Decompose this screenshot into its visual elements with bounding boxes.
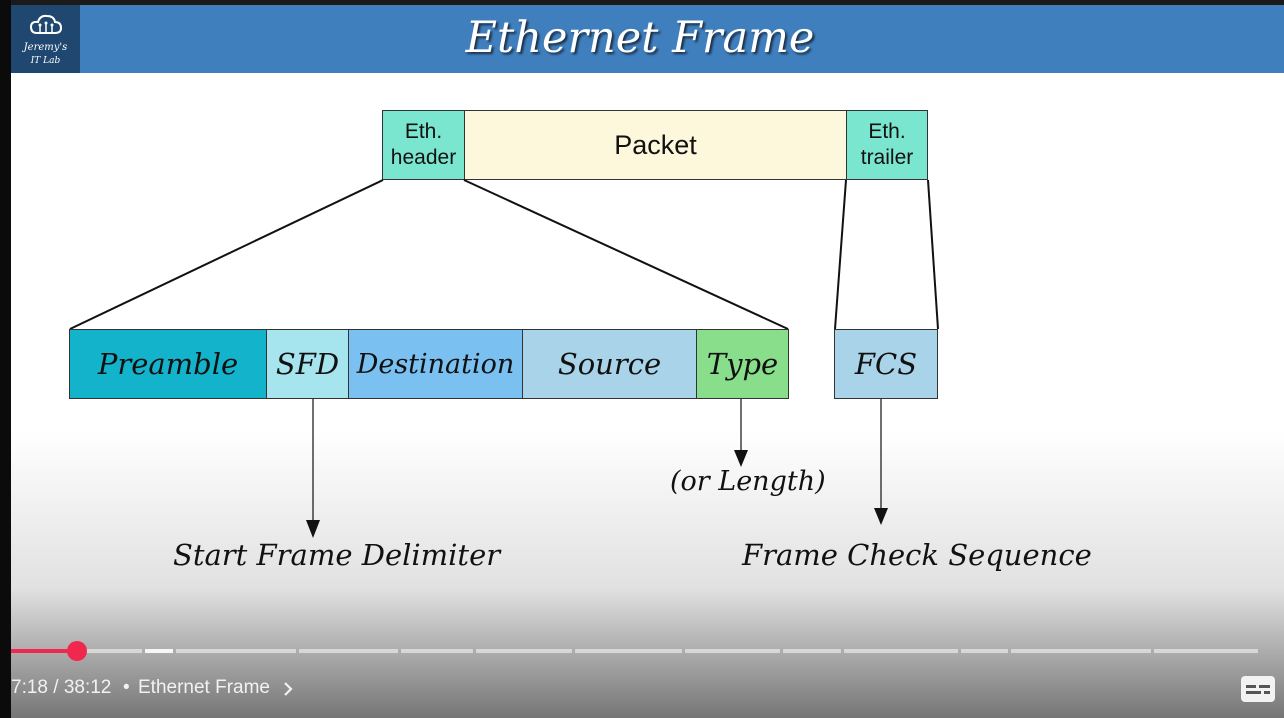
logo: Jeremy's IT Lab [11,5,80,73]
fcs-label: FCS [854,347,918,381]
title-banner [11,5,1284,73]
eth-header-box: Eth. header [382,110,465,180]
sfd-field: SFD [266,329,349,399]
progress-scrubber[interactable] [67,641,87,661]
left-edge [0,0,11,718]
chevron-right-icon[interactable] [282,681,294,697]
cloud-circuit-icon [29,14,63,34]
fcs-note: Frame Check Sequence [742,538,1092,572]
eth-trailer-label: Eth. trailer [860,120,914,169]
eth-trailer-box: Eth. trailer [846,110,928,180]
logo-line2: IT Lab [30,56,61,66]
slide-title: Ethernet Frame [465,13,815,63]
chapter-title[interactable]: Ethernet Frame [138,677,270,698]
header-expand-line-left [69,179,384,330]
destination-field: Destination [348,329,523,399]
time-separator: • [123,677,130,698]
progress-played [0,649,77,653]
captions-icon[interactable] [1240,675,1276,703]
packet-label: Packet [614,130,697,160]
packet-box: Packet [464,110,847,180]
top-edge [0,0,1284,5]
type-field: Type [696,329,789,399]
preamble-field: Preamble [69,329,267,399]
sfd-label: SFD [275,347,340,381]
fcs-field: FCS [834,329,938,399]
player-overlay-gradient [11,430,1284,718]
trailer-expand-line-left [834,179,847,330]
logo-line1: Jeremy's [23,42,68,53]
destination-label: Destination [356,348,515,380]
trailer-expand-line-right [927,179,939,330]
progress-bar[interactable] [0,649,1258,653]
source-label: Source [557,347,662,381]
preamble-label: Preamble [97,347,239,381]
source-field: Source [522,329,697,399]
sfd-note: Start Frame Delimiter [173,538,501,572]
length-note: (or Length) [670,466,826,497]
time-display: 7:18 / 38:12 [11,677,112,698]
type-label: Type [706,347,779,381]
eth-header-label: Eth. header [390,120,457,169]
header-expand-line-right [463,179,789,330]
